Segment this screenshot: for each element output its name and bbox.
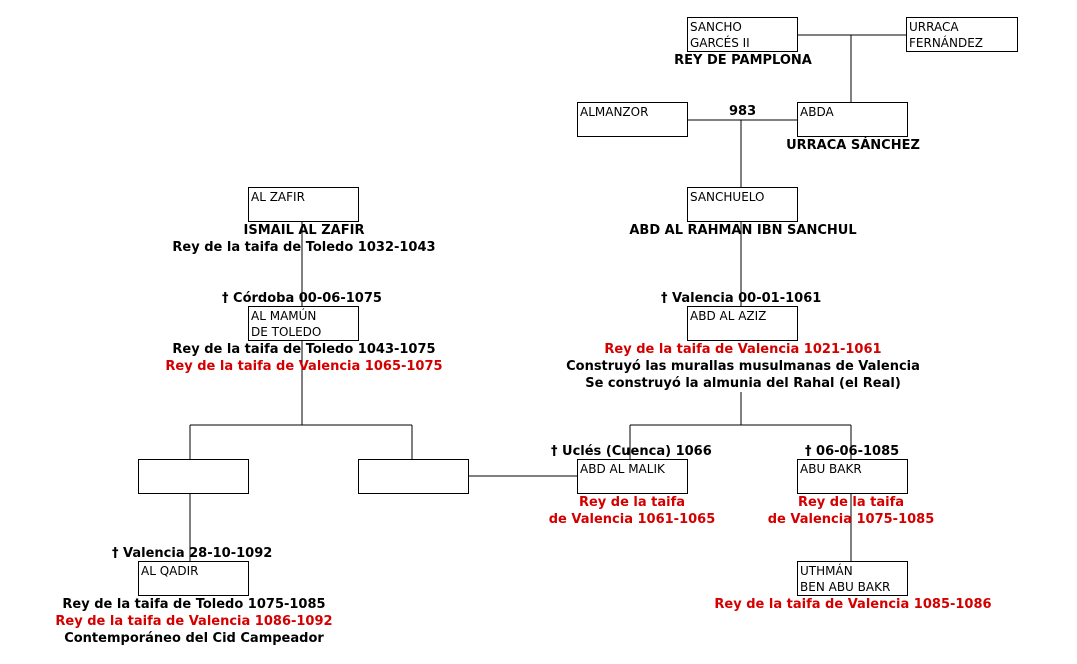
person-full-name-al-zafir: ISMAIL AL ZAFIR <box>243 223 365 238</box>
person-reign-abd-al-aziz: Rey de la taifa de Valencia 1021-1061 <box>604 342 882 357</box>
person-name-line2: DE TOLEDO <box>251 325 322 339</box>
person-name: ABU BAKR <box>800 462 862 476</box>
person-box-unnamed-child-right <box>358 459 469 494</box>
person-name-line2: GARCÉS II <box>690 36 750 50</box>
person-title-sancho: REY DE PAMPLONA <box>674 53 812 68</box>
person-name: ABDA <box>800 105 834 119</box>
person-reign-al-zafir: Rey de la taifa de Toledo 1032-1043 <box>172 240 436 255</box>
person-name: AL ZAFIR <box>251 190 305 204</box>
person-name: SANCHUELO <box>690 190 765 204</box>
person-reign1-abu-bakr: Rey de la taifa <box>797 495 905 510</box>
person-name: ABD AL AZIZ <box>690 309 767 323</box>
person-box-abd-al-aziz: ABD AL AZIZ <box>687 306 798 341</box>
person-box-abu-bakr: ABU BAKR <box>797 459 908 494</box>
person-box-al-zafir: AL ZAFIR <box>248 187 359 222</box>
person-reign-uthman: Rey de la taifa de Valencia 1085-1086 <box>714 597 992 612</box>
person-box-urraca-fernandez: URRACA FERNÁNDEZ <box>906 17 1018 52</box>
person-reign-toledo-al-qadir: Rey de la taifa de Toledo 1075-1085 <box>62 597 326 612</box>
person-note2-abd-al-aziz: Se construyó la almunia del Rahal (el Re… <box>585 376 901 391</box>
death-info-abd-al-aziz: † Valencia 00-01-1061 <box>661 291 822 306</box>
marriage-year: 983 <box>729 104 757 119</box>
person-name-line2: BEN ABU BAKR <box>800 580 891 594</box>
person-box-sancho-garces: SANCHO GARCÉS II <box>687 17 798 52</box>
person-reign-toledo-al-mamun: Rey de la taifa de Toledo 1043-1075 <box>172 342 436 357</box>
death-info-al-qadir: † Valencia 28-10-1092 <box>112 546 273 561</box>
person-box-sanchuelo: SANCHUELO <box>687 187 798 222</box>
person-reign-valencia-al-mamun: Rey de la taifa de Valencia 1065-1075 <box>165 359 443 374</box>
person-box-unnamed-child-left <box>138 459 249 494</box>
person-box-almanzor: ALMANZOR <box>577 102 688 137</box>
person-box-al-mamun: AL MAMÚN DE TOLEDO <box>248 306 359 341</box>
death-info-al-mamun: † Córdoba 00-06-1075 <box>222 291 382 306</box>
person-name-line1: SANCHO <box>690 20 742 34</box>
person-name: ALMANZOR <box>580 105 649 119</box>
person-name-line1: AL MAMÚN <box>251 309 317 323</box>
person-note1-abd-al-aziz: Construyó las murallas musulmanas de Val… <box>566 359 920 374</box>
person-name: AL QADIR <box>141 564 199 578</box>
person-box-abda: ABDA <box>797 102 908 137</box>
person-reign-valencia-al-qadir: Rey de la taifa de Valencia 1086-1092 <box>55 614 333 629</box>
person-reign2-abu-bakr: de Valencia 1075-1085 <box>767 512 935 527</box>
person-reign1-abd-al-malik: Rey de la taifa <box>578 495 686 510</box>
person-reign2-abd-al-malik: de Valencia 1061-1065 <box>548 512 716 527</box>
person-box-uthman: UTHMÁN BEN ABU BAKR <box>797 561 908 596</box>
person-box-abd-al-malik: ABD AL MALIK <box>577 459 688 494</box>
person-full-name-abda: URRACA SÁNCHEZ <box>786 138 920 153</box>
person-box-al-qadir: AL QADIR <box>138 561 249 596</box>
death-info-abu-bakr: † 06-06-1085 <box>805 444 900 459</box>
person-full-name-sanchuelo: ABD AL RAHMAN IBN SANCHUL <box>629 223 857 238</box>
person-name-line1: URRACA <box>909 20 959 34</box>
death-info-abd-al-malik: † Uclés (Cuenca) 1066 <box>551 444 712 459</box>
person-name: ABD AL MALIK <box>580 462 665 476</box>
person-note-al-qadir: Contemporáneo del Cid Campeador <box>64 631 324 646</box>
person-name-line1: UTHMÁN <box>800 564 853 578</box>
person-name-line2: FERNÁNDEZ <box>909 36 984 50</box>
